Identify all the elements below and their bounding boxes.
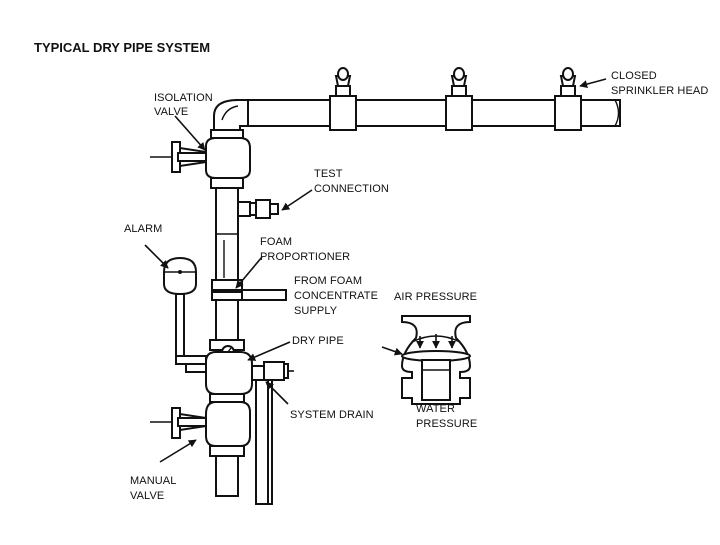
label-water-pressure: WATER PRESSURE [416, 403, 477, 430]
label-air-pressure: AIR PRESSURE [394, 291, 477, 303]
riser-elbow [213, 99, 249, 133]
valve-cutaway [400, 315, 472, 405]
label-closed-sprinkler-head: CLOSED SPRINKLER HEAD [611, 70, 708, 97]
sprinkler-head [450, 67, 468, 97]
label-system-drain: SYSTEM DRAIN [290, 409, 374, 421]
horizontal-pipe [234, 95, 621, 131]
label-from-foam-concentrate-supply: FROM FOAM CONCENTRATE SUPPLY [294, 275, 381, 317]
alarm-bell [163, 256, 207, 365]
sprinkler-head [334, 67, 352, 97]
riser-pipe [215, 187, 239, 341]
foam-proportioner [211, 279, 287, 301]
isolation-valve [150, 129, 251, 189]
label-foam-proportioner: FOAM PROPORTIONER [260, 236, 350, 263]
label-isolation-valve: ISOLATION VALVE [154, 92, 216, 118]
label-dry-pipe: DRY PIPE [292, 335, 344, 347]
label-alarm: ALARM [124, 223, 162, 235]
manual-valve [150, 401, 251, 497]
label-manual-valve: MANUAL VALVE [130, 475, 179, 502]
dry-pipe-valve [185, 339, 253, 403]
test-connection-valve [237, 199, 279, 219]
label-test-connection: TEST CONNECTION [314, 168, 389, 195]
sprinkler-head [559, 67, 577, 97]
system-drain [251, 361, 294, 505]
diagram-title: TYPICAL DRY PIPE SYSTEM [34, 40, 210, 55]
leader-lines [144, 78, 607, 463]
